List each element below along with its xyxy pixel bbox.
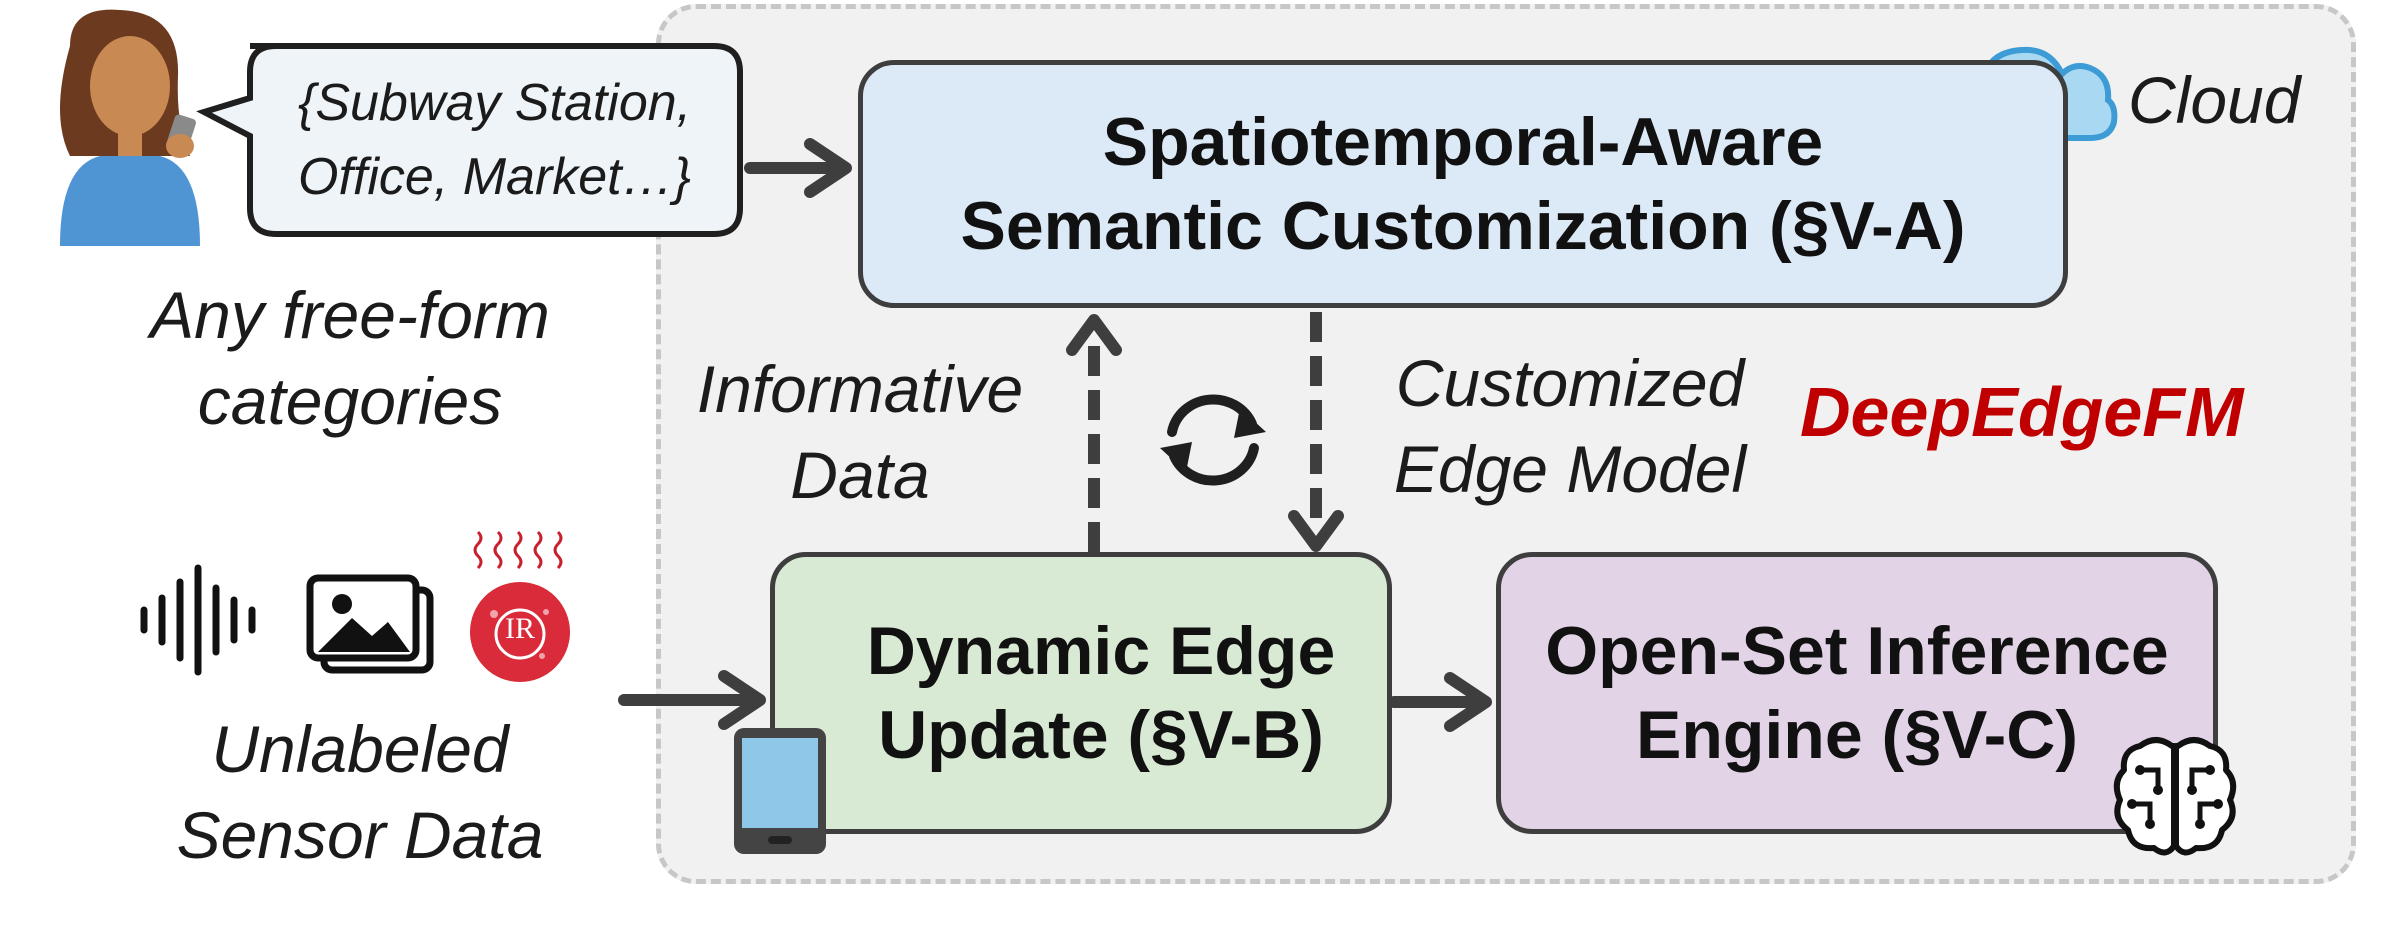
smartphone-icon	[734, 728, 826, 854]
system-name: DeepEdgeFM	[1800, 373, 2244, 451]
dynamic-edge-update-module: Dynamic Edge Update (§V-B)	[770, 552, 1392, 834]
cloud-label: Cloud	[2128, 63, 2301, 137]
open-set-inference-module: Open-Set Inference Engine (§V-C)	[1496, 552, 2218, 834]
arrow-sensor-to-edge	[618, 670, 766, 730]
arrow-customized-model-down	[1288, 312, 1344, 552]
audio-waveform-icon	[140, 564, 256, 676]
refresh-cycle-icon	[1160, 394, 1266, 486]
informative-data-label: Informative Data	[696, 352, 1024, 512]
unlabeled-sensor-data-label: Unlabeled Sensor Data	[176, 712, 544, 872]
arrow-categories-to-cloud	[744, 138, 852, 198]
dynamic-edge-update-label: Dynamic Edge Update (§V-B)	[866, 613, 1336, 773]
brain-icon	[2113, 737, 2237, 856]
image-gallery-icon	[306, 574, 434, 674]
semantic-customization-label: Spatiotemporal-Aware Semantic Customizat…	[960, 104, 1966, 264]
semantic-customization-module: Spatiotemporal-Aware Semantic Customizat…	[858, 60, 2068, 308]
customized-edge-model-label: Customized Edge Model	[1393, 346, 1747, 506]
speech-bubble	[196, 43, 743, 237]
arrow-edge-to-inference	[1388, 672, 1492, 732]
free-form-categories-label: Any free-form categories	[150, 278, 550, 438]
infrared-badge-text: IR	[505, 612, 535, 645]
open-set-inference-label: Open-Set Inference Engine (§V-C)	[1545, 613, 2169, 773]
arrow-informative-data-up	[1066, 314, 1122, 552]
categories-bubble-text: {Subway Station, Office, Market…}	[298, 74, 692, 206]
user-person-icon	[60, 9, 200, 246]
infrared-sensor-icon	[470, 530, 570, 682]
